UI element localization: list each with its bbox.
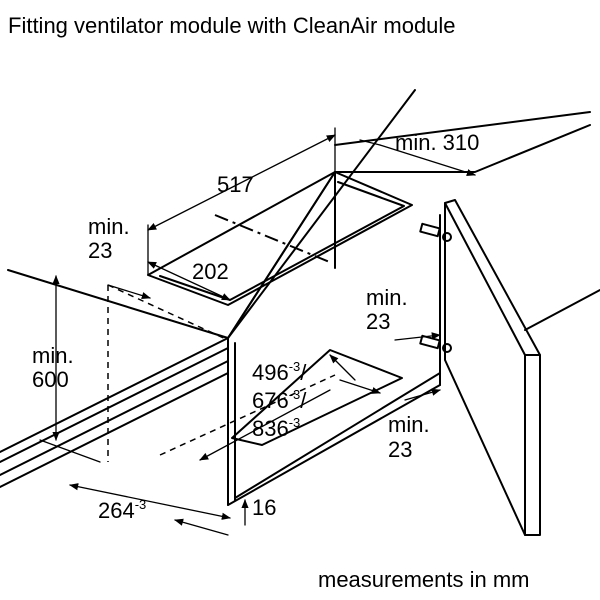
dim-min-600-label-b: 600 <box>32 367 69 392</box>
cabinet-door <box>444 199 600 536</box>
diagram-title: Fitting ventilator module with CleanAir … <box>8 13 456 38</box>
dim-min-23-right-label-b: 23 <box>366 309 390 334</box>
dim-517-label: 517 <box>217 172 254 197</box>
dim-676-label: 676-3/ <box>252 387 307 413</box>
dim-min-23-top-label-a: min. <box>88 214 130 239</box>
dim-202-label: 202 <box>192 259 229 284</box>
cabinet <box>107 214 441 506</box>
hinge-bottom-icon <box>419 334 452 353</box>
hinge-top-icon <box>419 222 452 242</box>
dim-min-23-bottom-label-b: 23 <box>388 437 412 462</box>
measurements-note: measurements in mm <box>318 567 530 592</box>
dim-min-23-top-label-b: 23 <box>88 238 112 263</box>
dim-264-label: 264-3 <box>98 497 146 523</box>
worktop <box>0 89 591 488</box>
dim-min-600-label-a: min. <box>32 343 74 368</box>
dim-min-23-right-label-a: min. <box>366 285 408 310</box>
dimension-lines <box>39 127 476 536</box>
dim-16-label: 16 <box>252 495 276 520</box>
dim-836-label: 836-3 <box>252 415 300 441</box>
dim-496-label: 496-3/ <box>252 359 307 385</box>
dim-min-23-bottom-label-a: min. <box>388 412 430 437</box>
dim-min-310-label: min. 310 <box>395 130 479 155</box>
